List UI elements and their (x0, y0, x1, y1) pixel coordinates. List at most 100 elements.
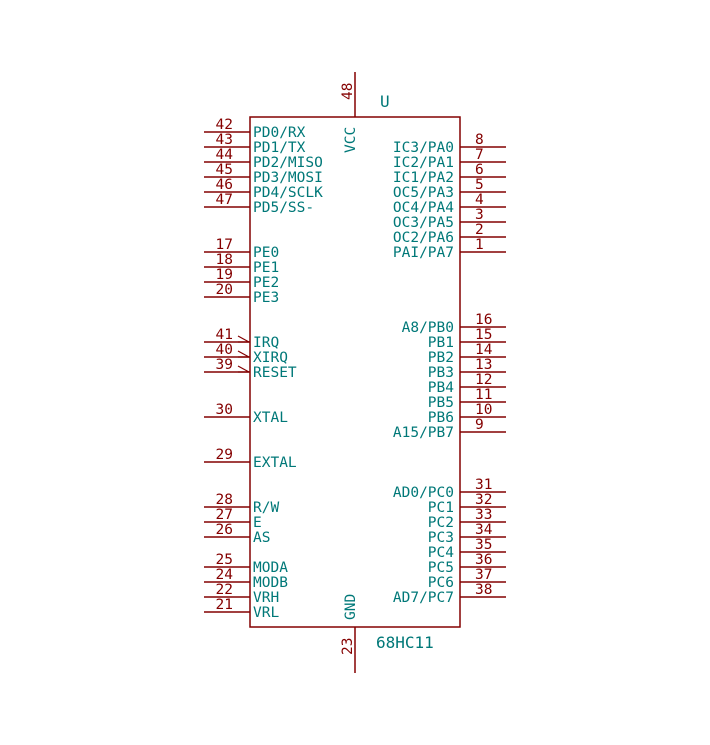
pin-name-38: AD7/PC7 (393, 590, 454, 606)
pin-number-34: 34 (475, 522, 493, 538)
pin-name-28: R/W (253, 500, 279, 516)
reference-designator: U (380, 92, 390, 111)
pin-number-41: 41 (216, 327, 233, 343)
pin-number-5: 5 (475, 177, 484, 193)
pin-name-15: PB1 (428, 335, 454, 351)
pin-number-3: 3 (475, 207, 484, 223)
pin-number-46: 46 (216, 177, 233, 193)
pin-number-31: 31 (475, 477, 492, 493)
gnd-pin-name: GND (343, 594, 359, 620)
gnd-pin-number: 23 (340, 638, 356, 655)
pin-number-14: 14 (475, 342, 493, 358)
pin-number-36: 36 (475, 552, 492, 568)
pin-name-22: VRH (253, 590, 279, 606)
pin-name-40: XIRQ (253, 350, 288, 366)
pin-name-1: PAI/PA7 (393, 245, 454, 261)
vcc-pin-name: VCC (343, 127, 359, 153)
pin-number-32: 32 (475, 492, 492, 508)
pin-number-22: 22 (216, 582, 233, 598)
pin-number-26: 26 (216, 522, 233, 538)
pin-name-13: PB3 (428, 365, 454, 381)
pin-number-45: 45 (216, 162, 233, 178)
pin-number-30: 30 (216, 402, 233, 418)
pin-name-20: PE3 (253, 290, 279, 306)
pin-name-25: MODA (253, 560, 288, 576)
pin-number-25: 25 (216, 552, 233, 568)
pin-number-4: 4 (475, 192, 484, 208)
pin-number-19: 19 (216, 267, 233, 283)
pin-name-26: AS (253, 530, 270, 546)
pin-name-42: PD0/RX (253, 125, 306, 141)
pin-name-35: PC4 (428, 545, 454, 561)
pin-name-41: IRQ (253, 335, 279, 351)
pin-name-2: OC2/PA6 (393, 230, 454, 246)
inverted-input-mark-40 (237, 350, 250, 358)
pin-name-44: PD2/MISO (253, 155, 323, 171)
inverted-input-mark-39 (237, 365, 250, 373)
pin-number-47: 47 (216, 192, 233, 208)
pin-name-33: PC2 (428, 515, 454, 531)
pin-name-36: PC5 (428, 560, 454, 576)
pin-name-39: RESET (253, 365, 297, 381)
pin-number-43: 43 (216, 132, 233, 148)
pin-number-27: 27 (216, 507, 233, 523)
pin-number-10: 10 (475, 402, 492, 418)
pin-number-2: 2 (475, 222, 484, 238)
pin-name-12: PB4 (428, 380, 454, 396)
pin-number-20: 20 (216, 282, 233, 298)
pin-number-8: 8 (475, 132, 484, 148)
pin-number-15: 15 (475, 327, 492, 343)
pin-number-21: 21 (216, 597, 233, 613)
pin-number-42: 42 (216, 117, 233, 133)
pin-number-35: 35 (475, 537, 492, 553)
pin-name-14: PB2 (428, 350, 454, 366)
pin-number-39: 39 (216, 357, 233, 373)
pin-name-34: PC3 (428, 530, 454, 546)
pin-number-18: 18 (216, 252, 233, 268)
pin-name-30: XTAL (253, 410, 288, 426)
pin-name-45: PD3/MOSI (253, 170, 323, 186)
pin-number-44: 44 (216, 147, 234, 163)
inverted-input-mark-41 (237, 335, 250, 343)
pin-number-9: 9 (475, 417, 484, 433)
pin-name-31: AD0/PC0 (393, 485, 454, 501)
pin-name-47: PD5/SS- (253, 200, 314, 216)
pin-number-38: 38 (475, 582, 492, 598)
pin-number-40: 40 (216, 342, 233, 358)
pin-number-11: 11 (475, 387, 492, 403)
vcc-pin-number: 48 (340, 83, 356, 100)
pin-number-28: 28 (216, 492, 233, 508)
pin-name-11: PB5 (428, 395, 454, 411)
pin-name-3: OC3/PA5 (393, 215, 454, 231)
pin-name-37: PC6 (428, 575, 454, 591)
part-value: 68HC11 (376, 633, 434, 652)
pin-name-21: VRL (253, 605, 279, 621)
pin-number-24: 24 (216, 567, 234, 583)
pin-number-29: 29 (216, 447, 233, 463)
pin-name-27: E (253, 515, 262, 531)
pin-name-19: PE2 (253, 275, 279, 291)
pin-number-6: 6 (475, 162, 484, 178)
pin-name-43: PD1/TX (253, 140, 306, 156)
pin-name-7: IC2/PA1 (393, 155, 454, 171)
pin-number-13: 13 (475, 357, 492, 373)
pin-name-16: A8/PB0 (402, 320, 454, 336)
pin-name-5: OC5/PA3 (393, 185, 454, 201)
pin-number-12: 12 (475, 372, 492, 388)
pin-name-24: MODB (253, 575, 288, 591)
pin-name-46: PD4/SCLK (253, 185, 323, 201)
pin-name-17: PE0 (253, 245, 279, 261)
pin-number-1: 1 (475, 237, 484, 253)
pin-name-32: PC1 (428, 500, 454, 516)
pin-number-16: 16 (475, 312, 492, 328)
pin-number-37: 37 (475, 567, 492, 583)
pin-name-8: IC3/PA0 (393, 140, 454, 156)
pin-number-33: 33 (475, 507, 492, 523)
pin-name-10: PB6 (428, 410, 454, 426)
pin-number-17: 17 (216, 237, 233, 253)
pin-name-9: A15/PB7 (393, 425, 454, 441)
pin-name-6: IC1/PA2 (393, 170, 454, 186)
